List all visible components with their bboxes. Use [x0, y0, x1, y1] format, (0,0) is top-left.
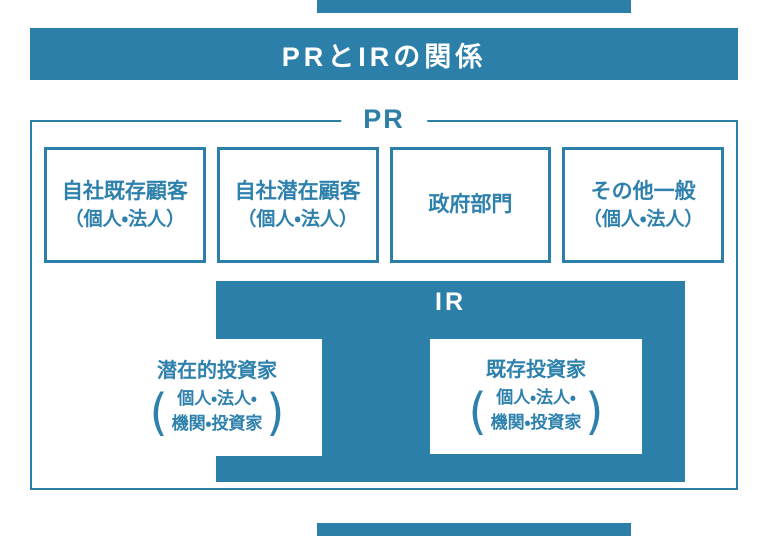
investor-detail-lines: 個人・法人・ 機関・投資家 [491, 386, 582, 435]
ir-box-existing-investors: 既存投資家 ( 個人・法人・ 機関・投資家 ) [430, 339, 642, 454]
box-title: 自社既存顧客 [61, 179, 188, 203]
pr-audience-row: 自社既存顧客 （個人・法人） 自社潜在顧客 （個人・法人） 政府部門 その他一般… [44, 147, 724, 263]
ir-box-potential-investors: 潜在的投資家 ( 個人・法人・ 機関・投資家 ) [112, 339, 322, 456]
ir-label: IR [435, 288, 466, 316]
pr-box-government: 政府部門 [389, 147, 552, 263]
top-accent-bar [317, 0, 631, 13]
pr-box-existing-customers: 自社既存顧客 （個人・法人） [44, 147, 206, 263]
page-title: PRとIRの関係 [281, 41, 487, 72]
box-title: 政府部門 [428, 193, 513, 217]
title-banner: PRとIRの関係 [30, 28, 738, 80]
detail-line-1: 個人・法人・ [496, 388, 576, 408]
investor-detail-group: ( 個人・法人・ 機関・投資家 ) [149, 382, 285, 442]
pr-label: PR [341, 103, 427, 135]
investor-detail-lines: 個人・法人・ 機関・投資家 [172, 387, 263, 436]
paren-close-decoration: ) [266, 382, 285, 442]
box-title: 自社潜在顧客 [234, 179, 361, 203]
bottom-accent-bar [317, 523, 631, 536]
detail-line-2: 機関・投資家 [490, 413, 582, 432]
paren-open-decoration: ( [149, 382, 168, 442]
box-subtitle: （個人・法人） [64, 209, 186, 231]
detail-line-2: 機関・投資家 [171, 414, 263, 433]
paren-open-decoration: ( [468, 381, 487, 441]
box-title: 潜在的投資家 [157, 360, 277, 383]
investor-detail-group: ( 個人・法人・ 機関・投資家 ) [468, 381, 604, 441]
box-subtitle: （個人・法人） [237, 209, 358, 231]
box-subtitle: （個人・法人） [582, 209, 704, 231]
detail-line-1: 個人・法人・ [177, 389, 257, 409]
pr-box-general-public: その他一般 （個人・法人） [562, 147, 724, 263]
box-title: その他一般 [590, 179, 696, 203]
paren-close-decoration: ) [585, 381, 604, 441]
box-title: 既存投資家 [486, 359, 586, 382]
pr-box-potential-customers: 自社潜在顧客 （個人・法人） [216, 147, 379, 263]
